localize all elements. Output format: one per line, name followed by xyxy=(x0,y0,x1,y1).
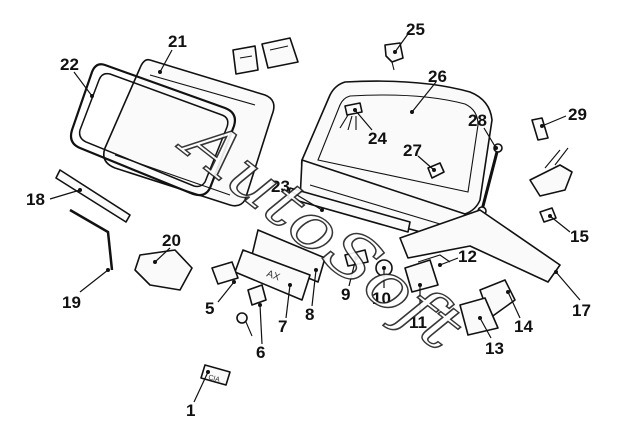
part-20-wiper-motor xyxy=(134,249,193,291)
callout-9: 9 xyxy=(341,285,350,304)
part-25-washer-jet xyxy=(384,42,404,71)
callout-8: 8 xyxy=(305,305,314,324)
leader-lines xyxy=(49,33,581,403)
callout-21: 21 xyxy=(168,32,187,51)
part-27-lamp xyxy=(427,162,445,179)
callout-labels: 1 5 6 7 8 9 10 11 12 13 14 15 17 18 19 2… xyxy=(26,20,591,420)
part-17-trim-panel xyxy=(399,209,561,283)
callout-20: 20 xyxy=(162,231,181,250)
callout-13: 13 xyxy=(485,339,504,358)
callout-1: 1 xyxy=(186,401,195,420)
part-6-lock-key xyxy=(236,284,267,337)
callout-7: 7 xyxy=(278,317,287,336)
part-12-lock-rod xyxy=(417,254,451,263)
callout-19: 19 xyxy=(62,293,81,312)
part-22-windshield-seal xyxy=(69,63,237,197)
callout-14: 14 xyxy=(514,317,533,336)
callout-28: 28 xyxy=(468,111,487,130)
callout-17: 17 xyxy=(572,301,591,320)
part-top-bracket xyxy=(232,37,299,75)
part-19-wiper-arm xyxy=(69,208,114,271)
part-11-latch xyxy=(404,259,439,293)
callout-12: 12 xyxy=(458,247,477,266)
callout-22: 22 xyxy=(60,55,79,74)
callout-27: 27 xyxy=(403,141,422,160)
callout-11: 11 xyxy=(409,313,427,332)
callout-29: 29 xyxy=(568,105,587,124)
part-18-wiper-blade xyxy=(55,169,131,223)
part-29-clip xyxy=(531,117,549,141)
part-8-plate-housing xyxy=(251,229,326,283)
part-7-license-plate: AX xyxy=(234,249,311,301)
callout-15: 15 xyxy=(570,227,589,246)
callout-6: 6 xyxy=(256,343,265,362)
svg-text:AX: AX xyxy=(265,268,282,283)
part-5-lamp xyxy=(211,261,239,285)
callout-24: 24 xyxy=(368,129,387,148)
part-1-badge: CIA xyxy=(200,364,231,386)
callout-23: 23 xyxy=(271,177,290,196)
callout-10: 10 xyxy=(372,289,391,308)
callout-5: 5 xyxy=(205,299,214,318)
part-23-trim-strip xyxy=(287,187,411,233)
callout-18: 18 xyxy=(26,190,45,209)
callout-25: 25 xyxy=(406,20,425,39)
part-hinge xyxy=(529,147,573,197)
callout-26: 26 xyxy=(428,67,447,86)
svg-text:CIA: CIA xyxy=(207,374,220,384)
part-15-bumper-stop xyxy=(539,207,557,223)
